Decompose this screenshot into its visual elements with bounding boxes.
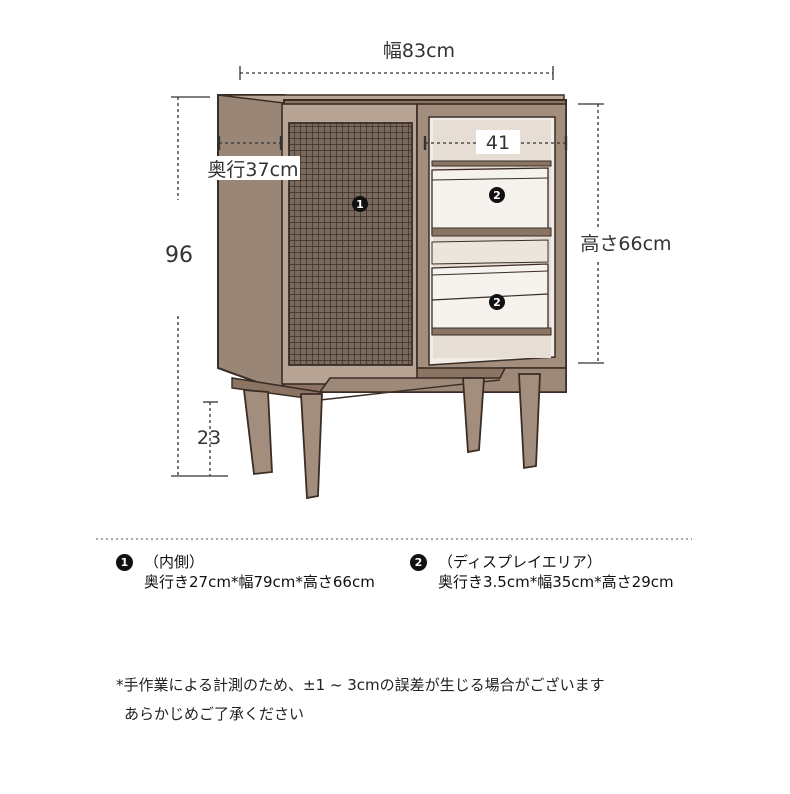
svg-text:2: 2 [493, 189, 501, 202]
legend-title: （ディスプレイエリア） [438, 553, 602, 571]
total-height-label: 96 [165, 243, 193, 268]
marker-1: 1 [352, 196, 368, 212]
svg-text:2: 2 [493, 296, 501, 309]
cabinet-height-label: 高さ66cm [580, 233, 671, 255]
inner-width-label: 41 [486, 132, 510, 154]
marker-2-lower: 2 [489, 294, 505, 310]
legend-item-1: 1 （内側） 奥行き27cm*幅79cm*高さ66cm [116, 552, 375, 592]
legend-detail: 奥行き27cm*幅79cm*高さ66cm [144, 573, 375, 591]
measurement-note: *手作業による計測のため、±1 ~ 3cmの誤差が生じる場合がございます [116, 676, 605, 694]
legend-number-badge: 1 [116, 554, 133, 571]
legend-item-2: 2 （ディスプレイエリア） 奥行き3.5cm*幅35cm*高さ29cm [410, 552, 674, 592]
display-shelves [431, 160, 552, 336]
cabinet-legs [242, 373, 541, 500]
legend-number-badge: 2 [410, 554, 427, 571]
legend-title: （内側） [144, 553, 205, 571]
marker-2-upper: 2 [489, 187, 505, 203]
dimension-lines [171, 66, 604, 477]
legend-detail: 奥行き3.5cm*幅35cm*高さ29cm [438, 573, 674, 591]
leg-height-label: 23 [197, 427, 221, 449]
svg-text:1: 1 [356, 198, 364, 211]
measurement-note-2: あらかじめご了承ください [124, 705, 305, 723]
width-label: 幅83cm [383, 40, 455, 62]
depth-label: 奥行37cm [207, 159, 298, 181]
